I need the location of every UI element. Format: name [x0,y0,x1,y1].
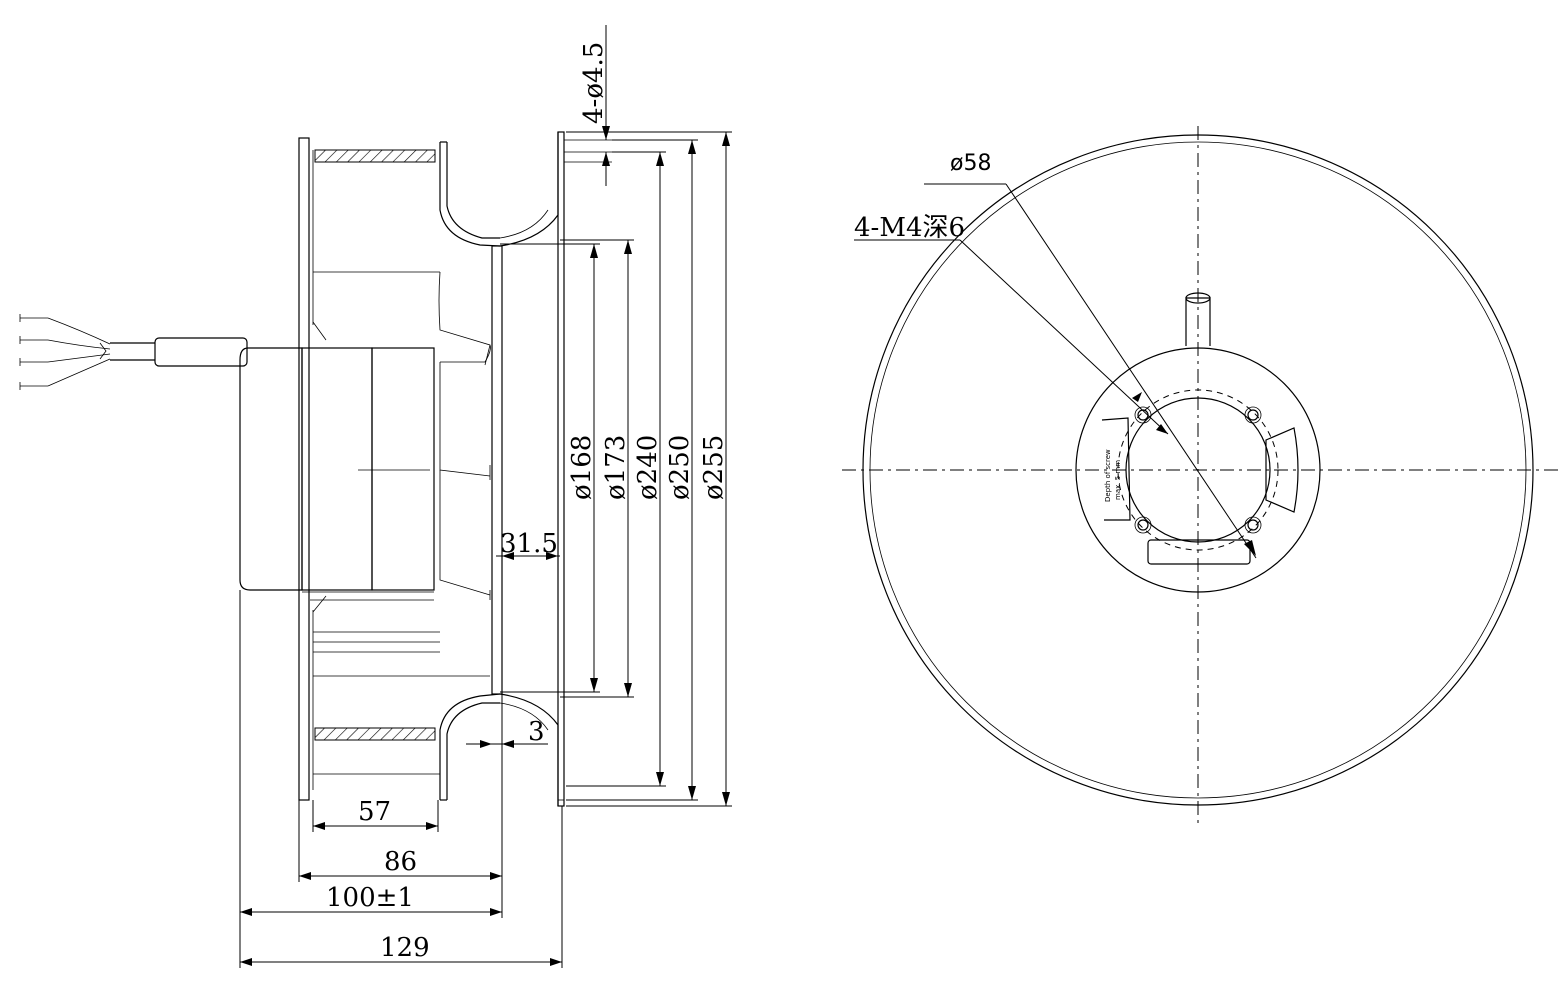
diameter-dimensions: 4-ø4.5 ø168 ø173 ø240 [500,25,732,807]
screw-depth-line2: max. 5 mm [1114,460,1122,500]
dim-31-5-label: 31.5 [500,529,558,559]
front-view: Depth of screw max. 5 mm ø58 4-M4深6 [842,126,1558,824]
cable [19,314,248,390]
bolt-circle [1117,389,1279,551]
dim-240-label: ø240 [633,435,663,500]
dim-168-label: ø168 [567,435,597,500]
dim-3-label: 3 [528,717,545,747]
motor-hub [1075,347,1321,593]
side-view: 4-ø4.5 ø168 ø173 ø240 [19,25,732,968]
dim-173-label: ø173 [601,435,631,500]
dim-255-label: ø255 [699,435,729,500]
dim-hole-label: 4-ø4.5 [579,42,609,124]
dim-thread-label: 4-M4深6 [854,213,965,243]
dim-57-label: 57 [358,797,391,827]
screw-depth-line1: Depth of screw [1104,449,1112,502]
dim-86-label: 86 [384,847,417,877]
mounting-holes [1134,406,1262,534]
dim-129-label: 129 [380,933,430,963]
outer-ring [862,134,1534,806]
motor [239,347,435,601]
impeller-section [298,131,612,807]
length-dimensions: 31.5 3 57 86 100±1 [239,529,563,968]
dim-250-label: ø250 [665,435,695,500]
dim-58-label: ø58 [950,151,991,176]
dim-100-label: 100±1 [326,883,414,913]
